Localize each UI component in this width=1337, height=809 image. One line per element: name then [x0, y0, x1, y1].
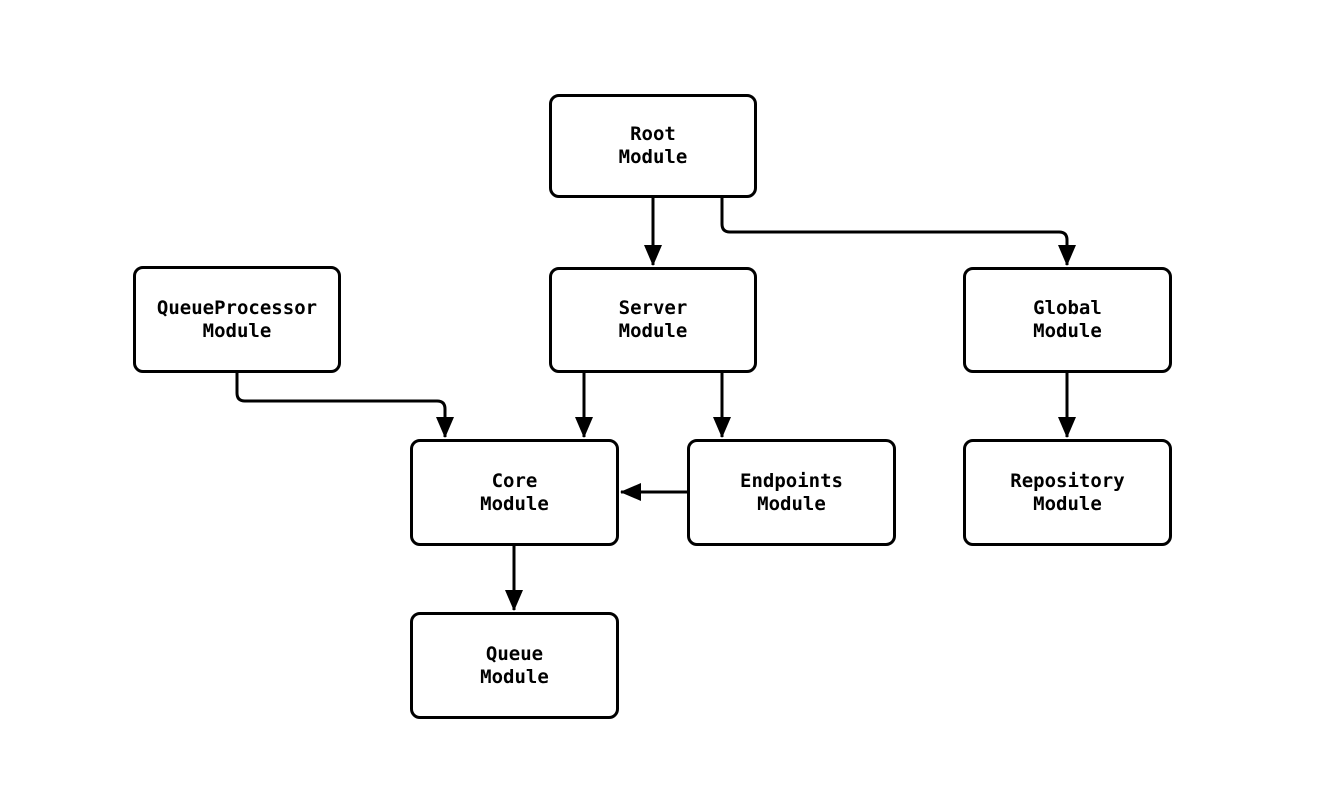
node-repository-module: Repository Module [963, 439, 1172, 546]
node-server-module: Server Module [549, 267, 757, 373]
node-core-module-label-line2: Module [480, 492, 549, 515]
node-endpoints-module: Endpoints Module [687, 439, 896, 546]
node-global-module: Global Module [963, 267, 1172, 373]
node-repository-module-label-line1: Repository [1010, 469, 1125, 492]
edge-root-to-global [720, 198, 1076, 266]
node-repository-module-label-line2: Module [1033, 492, 1102, 515]
node-queueprocessor-module: QueueProcessor Module [133, 266, 341, 373]
node-queue-module-label-line1: Queue [485, 642, 544, 665]
edge-queueprocessor-to-core [235, 373, 454, 438]
node-endpoints-module-label-line1: Endpoints [740, 469, 843, 492]
node-queueprocessor-module-label-line2: Module [202, 319, 272, 342]
node-root-module-label-line2: Module [618, 146, 688, 168]
node-core-module: Core Module [410, 439, 619, 546]
node-server-module-label-line2: Module [618, 320, 688, 342]
node-queue-module-label-line2: Module [480, 665, 549, 688]
node-server-module-label-line1: Server [618, 297, 688, 319]
node-queue-module: Queue Module [410, 612, 619, 719]
node-global-module-label-line2: Module [1033, 320, 1102, 342]
node-root-module-label-line1: Root [630, 123, 676, 145]
node-root-module: Root Module [549, 94, 757, 198]
node-core-module-label-line1: Core [491, 469, 538, 492]
node-queueprocessor-module-label-line1: QueueProcessor [156, 296, 318, 319]
node-global-module-label-line1: Global [1033, 297, 1102, 319]
node-endpoints-module-label-line2: Module [757, 492, 826, 515]
